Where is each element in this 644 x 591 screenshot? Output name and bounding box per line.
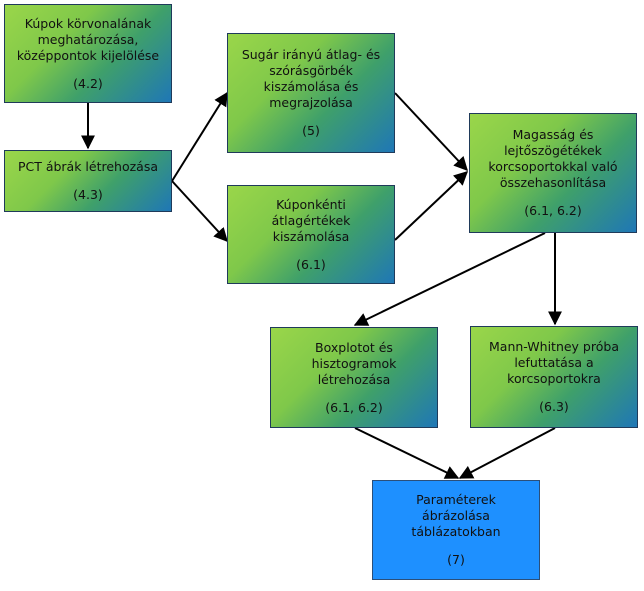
box-boxplot: Boxplotot és hisztogramok létrehozása (6… [270, 327, 438, 428]
box-title: Paraméterek ábrázolása táblázatokban [411, 492, 501, 539]
box-sugar-iranyu: Sugár irányú átlag- és szórásgörbék kisz… [227, 33, 395, 153]
box-parameterek: Paraméterek ábrázolása táblázatokban (7) [372, 480, 540, 580]
box-title: Mann-Whitney próba lefuttatása a korcsop… [489, 339, 619, 386]
arrow-b2-b3 [171, 91, 228, 182]
box-ref: (4.3) [73, 187, 103, 202]
arrow-b7-b8 [458, 427, 556, 479]
box-ref: (6.1, 6.2) [325, 399, 383, 415]
arrow-b3-b5 [394, 92, 468, 172]
box-title: Boxplotot és hisztogramok létrehozása [311, 339, 397, 387]
box-title: Sugár irányú átlag- és szórásgörbék kisz… [241, 47, 381, 110]
box-ref: (6.1, 6.2) [524, 203, 582, 218]
box-title: PCT ábrák létrehozása [17, 159, 159, 174]
box-mann-whitney: Mann-Whitney próba lefuttatása a korcsop… [470, 326, 638, 428]
box-magassag-lejto: Magasság és lejtőszögétékek korcsoportok… [469, 113, 637, 233]
arrow-b5-b6 [353, 232, 546, 326]
arrow-b6-b8 [354, 427, 460, 479]
box-title: Kúpok körvonalának meghatározása, középp… [16, 15, 160, 63]
arrow-b4-b5 [394, 171, 469, 241]
box-ref: (7) [447, 552, 465, 567]
box-kupok-korvonal: Kúpok körvonalának meghatározása, középp… [4, 4, 172, 103]
box-ref: (5) [302, 123, 320, 138]
box-kuponkenti: Kúponkénti átlagértékek kiszámolása (6.1… [227, 185, 395, 284]
arrow-b2-b4 [171, 180, 228, 243]
box-ref: (6.1) [296, 256, 326, 272]
box-title: Kúponkénti átlagértékek kiszámolása [271, 196, 351, 244]
box-pct-abrak: PCT ábrák létrehozása (4.3) [4, 150, 172, 212]
box-ref: (6.3) [539, 399, 569, 414]
box-ref: (4.2) [73, 75, 103, 91]
box-title: Magasság és lejtőszögétékek korcsoportok… [488, 127, 618, 190]
